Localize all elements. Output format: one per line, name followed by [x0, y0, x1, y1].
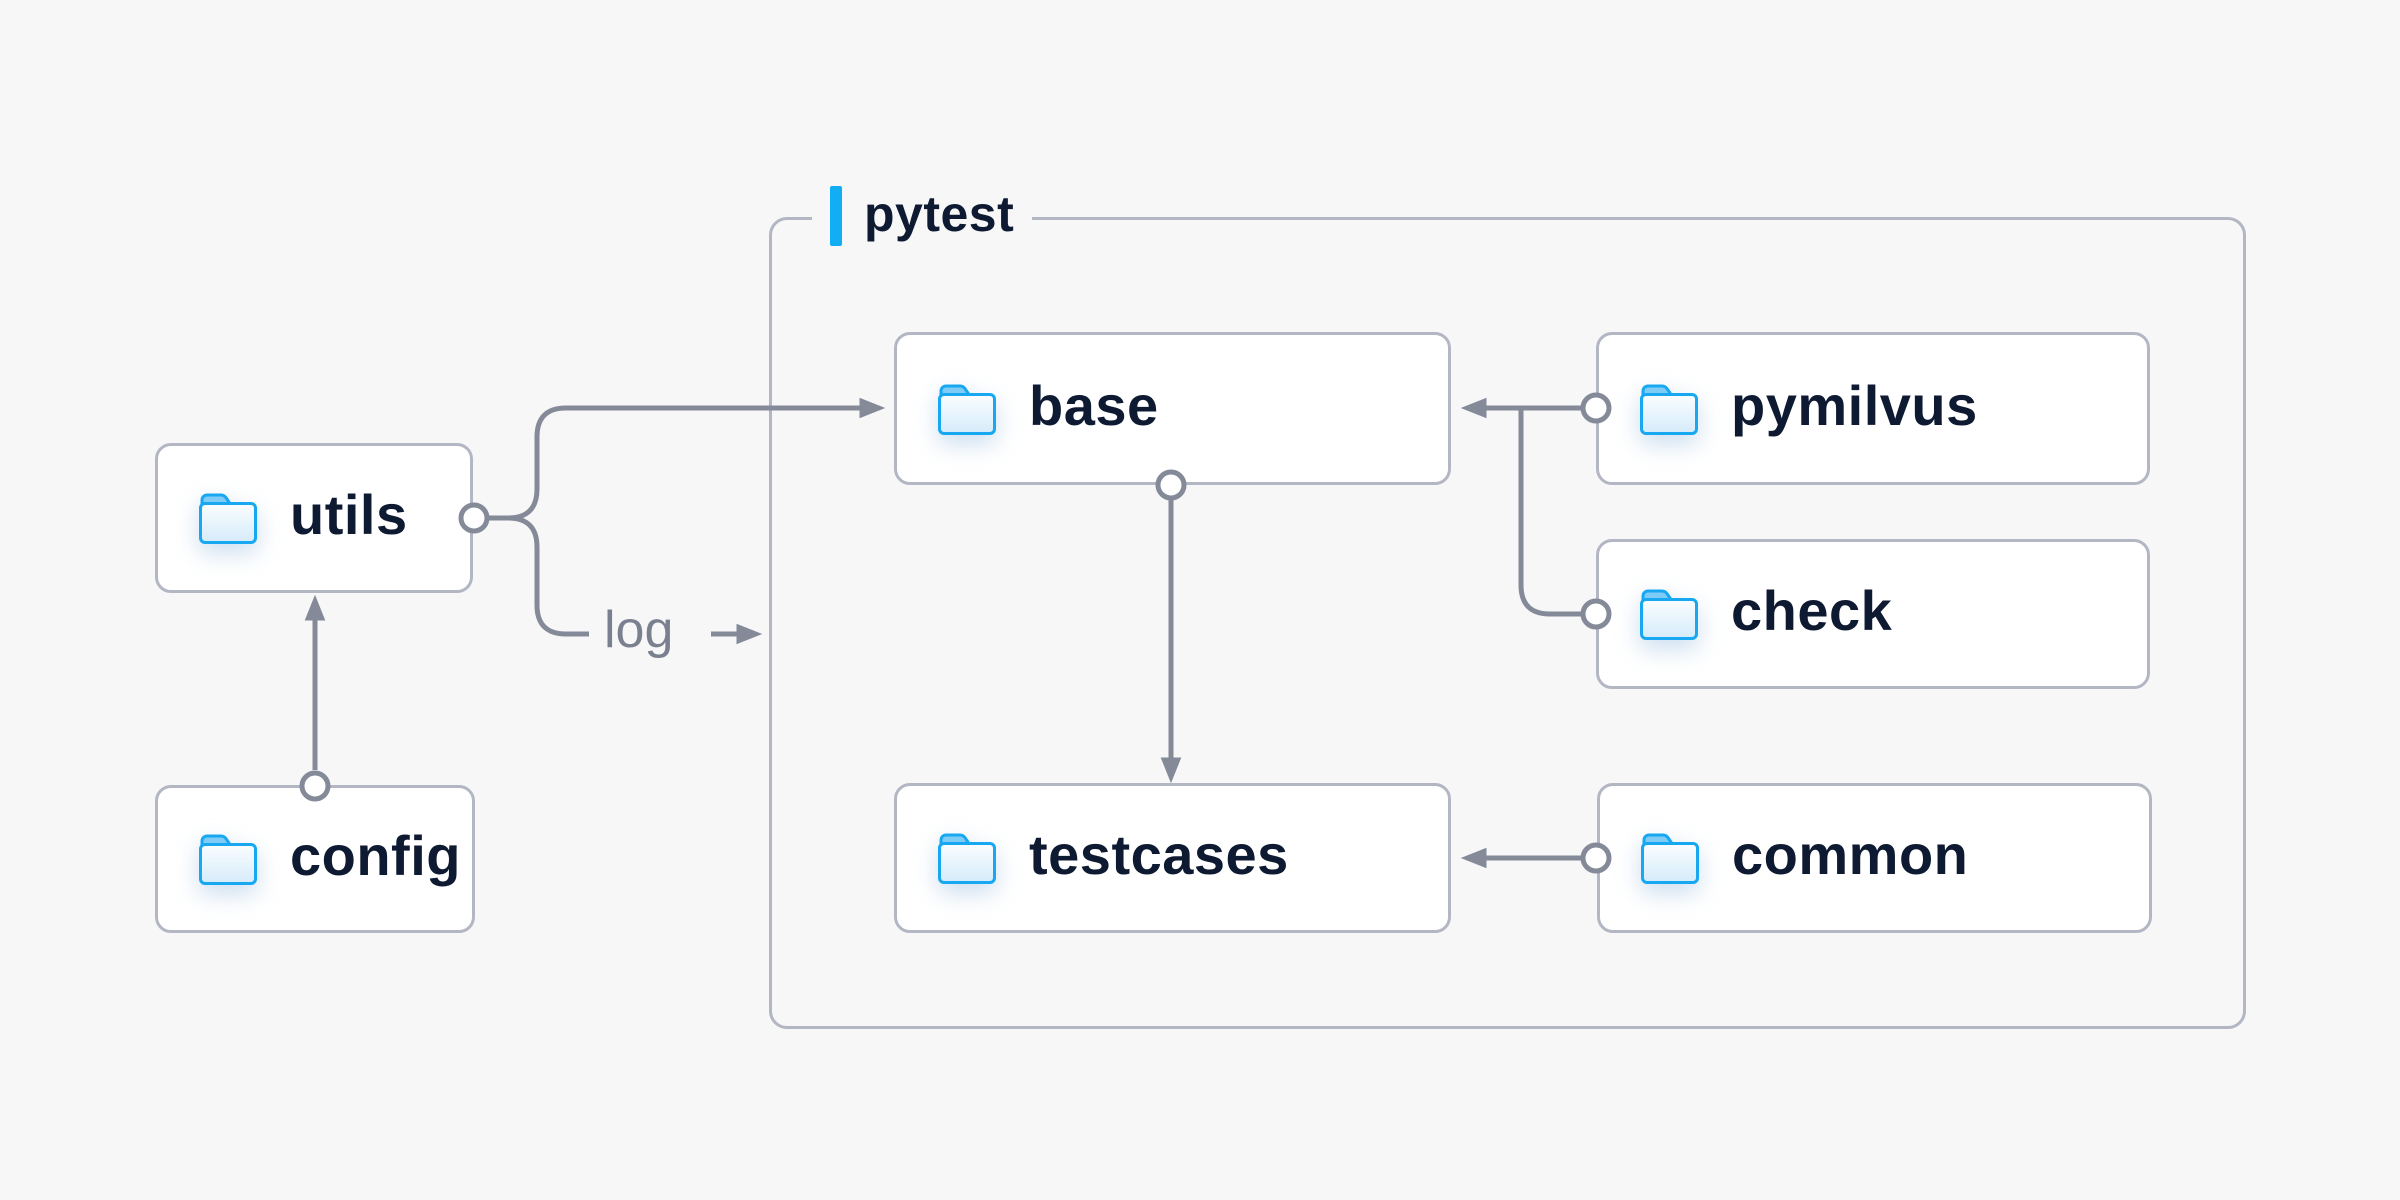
node-label-pymilvus: pymilvus: [1731, 373, 1978, 437]
folder-icon: [1637, 586, 1701, 642]
node-label-check: check: [1731, 579, 1893, 642]
node-common: common: [1597, 783, 2152, 933]
node-testcases: testcases: [894, 783, 1451, 933]
folder-icon: [196, 490, 260, 546]
container-label: pytest: [864, 186, 1015, 242]
node-base: base: [894, 332, 1451, 485]
pytest-container-title: pytest: [812, 185, 1033, 247]
node-label-base: base: [1029, 373, 1159, 437]
node-pymilvus: pymilvus: [1596, 332, 2150, 485]
folder-icon: [935, 381, 999, 437]
pytest-container: [769, 217, 2246, 1029]
edge-utils-to-log: [507, 515, 589, 637]
node-label-utils: utils: [290, 483, 408, 546]
node-check: check: [1596, 539, 2150, 689]
folder-icon: [1637, 381, 1701, 437]
node-label-config: config: [290, 824, 461, 887]
accent-bar-icon: [830, 186, 842, 246]
node-config: config: [155, 785, 475, 933]
log-edge-label: log: [604, 601, 674, 659]
folder-icon: [196, 831, 260, 887]
folder-icon: [1638, 830, 1702, 886]
node-utils: utils: [155, 443, 473, 593]
folder-icon: [935, 830, 999, 886]
node-label-common: common: [1732, 823, 1969, 886]
node-label-testcases: testcases: [1029, 823, 1289, 886]
